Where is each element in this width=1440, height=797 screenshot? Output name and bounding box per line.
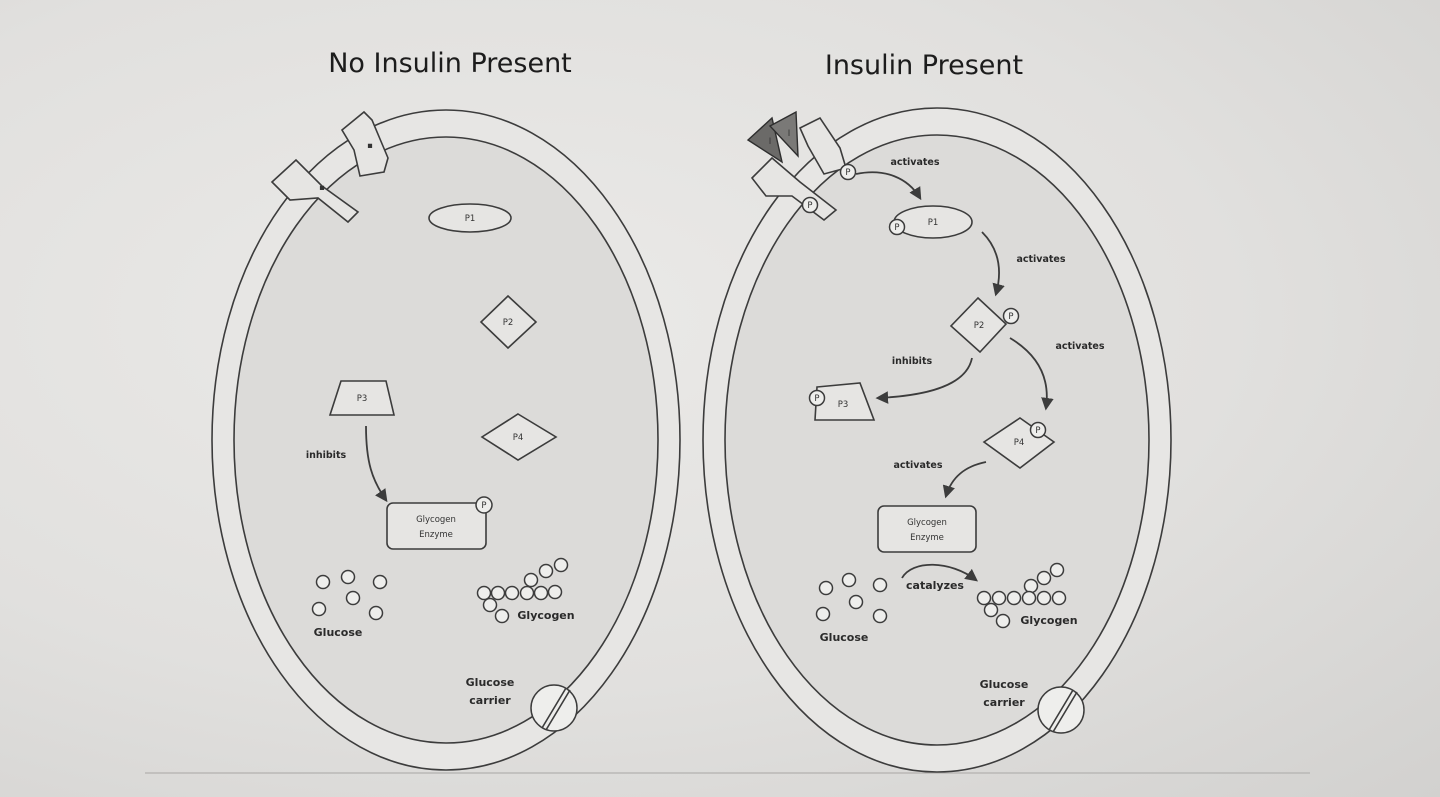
left-glucose-label: Glucose xyxy=(314,626,363,639)
right-glucose-label: Glucose xyxy=(820,631,869,644)
right-insulin-receptor: I I P P xyxy=(746,110,857,222)
p4-phosphate xyxy=(1029,421,1047,439)
svg-text:▪: ▪ xyxy=(367,141,373,151)
left-protein-p2: P2 xyxy=(479,294,538,350)
left-arrow-inhibits xyxy=(365,425,388,503)
receptor-phosphate-1 xyxy=(839,163,857,181)
left-glucose-molecules xyxy=(311,569,388,621)
left-p3-label: P3 xyxy=(357,394,368,404)
left-protein-p1: P1 xyxy=(428,203,512,233)
p3-phospho-label: P xyxy=(814,394,819,404)
right-arrow-activates-p2 xyxy=(981,231,1005,297)
left-enzyme-line2: Enzyme xyxy=(419,530,453,540)
right-arrow-activates-enzyme xyxy=(942,461,987,499)
right-protein-p3: P3 P xyxy=(808,382,876,421)
right-protein-p1: P1 P xyxy=(888,205,973,239)
right-label-catalyzes: catalyzes xyxy=(906,579,964,592)
right-protein-p2: P2 P xyxy=(949,296,1020,354)
title-insulin: Insulin Present xyxy=(825,50,1023,81)
right-glycogen-chain xyxy=(976,562,1067,629)
right-protein-p4: P4 P xyxy=(982,417,1056,469)
right-label-activates-p4: activates xyxy=(1055,341,1104,352)
right-carrier-label-line1: Glucose xyxy=(980,678,1029,691)
right-arrow-catalyzes xyxy=(901,563,978,582)
receptor-phosphate-2 xyxy=(801,196,819,214)
receptor-phospho-label-2: P xyxy=(807,201,812,211)
right-enzyme-line2: Enzyme xyxy=(910,533,944,543)
right-enzyme-line1: Glycogen xyxy=(907,518,947,528)
left-enzyme-phosphate xyxy=(475,496,493,514)
left-enzyme-phospho-label: P xyxy=(481,501,486,511)
right-glycogen-label: Glycogen xyxy=(1020,614,1077,627)
right-label-activates-enzyme: activates xyxy=(893,460,942,471)
right-glucose-carrier xyxy=(1037,686,1085,734)
left-p1-label: P1 xyxy=(465,214,476,224)
left-protein-p3: P3 xyxy=(328,380,396,416)
p2-phospho-label: P xyxy=(1008,312,1013,322)
insulin-label-2: I xyxy=(788,129,791,139)
p2-phosphate xyxy=(1002,307,1020,325)
right-glycogen-enzyme: Glycogen Enzyme xyxy=(877,505,977,553)
left-carrier-label-line2: carrier xyxy=(469,694,511,707)
right-p1-label: P1 xyxy=(928,218,939,228)
receptor-phospho-label-1: P xyxy=(845,168,850,178)
right-arrow-activates-p1 xyxy=(855,171,922,201)
right-glucose-molecules xyxy=(815,572,888,624)
title-no-insulin: No Insulin Present xyxy=(328,48,572,79)
p4-phospho-label: P xyxy=(1035,426,1040,436)
insulin-label-1: I xyxy=(769,137,772,147)
left-glycogen-enzyme: Glycogen Enzyme P xyxy=(386,496,493,550)
left-enzyme-line1: Glycogen xyxy=(416,515,456,525)
left-p4-label: P4 xyxy=(513,433,524,443)
right-p3-label: P3 xyxy=(838,400,849,410)
left-glycogen-label: Glycogen xyxy=(517,609,574,622)
p1-phosphate xyxy=(888,218,906,236)
insulin-molecule-2 xyxy=(768,110,799,158)
right-label-activates-p2: activates xyxy=(1016,254,1065,265)
p3-phosphate xyxy=(808,389,826,407)
p1-phospho-label: P xyxy=(894,223,899,233)
right-carrier-label-line2: carrier xyxy=(983,696,1025,709)
left-glycogen-chain xyxy=(476,557,569,624)
left-cell: ▪ ▪ P1 P2 P3 P4 inhibits Glycogen xyxy=(211,109,681,771)
right-p4-label: P4 xyxy=(1014,438,1025,448)
left-label-inhibits: inhibits xyxy=(306,450,347,461)
right-arrow-inhibits-p3 xyxy=(875,357,973,404)
left-protein-p4: P4 xyxy=(480,413,558,461)
right-p2-label: P2 xyxy=(974,321,985,331)
left-p2-label: P2 xyxy=(503,318,514,328)
right-label-activates-p1: activates xyxy=(890,157,939,168)
right-label-inhibits-p3: inhibits xyxy=(892,356,933,367)
right-arrow-activates-p4 xyxy=(1009,337,1054,411)
left-glucose-carrier xyxy=(530,684,578,732)
left-carrier-label-line1: Glucose xyxy=(466,676,515,689)
right-cell: I I P P activates P1 P activates P2 P xyxy=(702,107,1172,773)
svg-text:▪: ▪ xyxy=(319,183,325,193)
left-insulin-receptor: ▪ ▪ xyxy=(270,110,389,224)
